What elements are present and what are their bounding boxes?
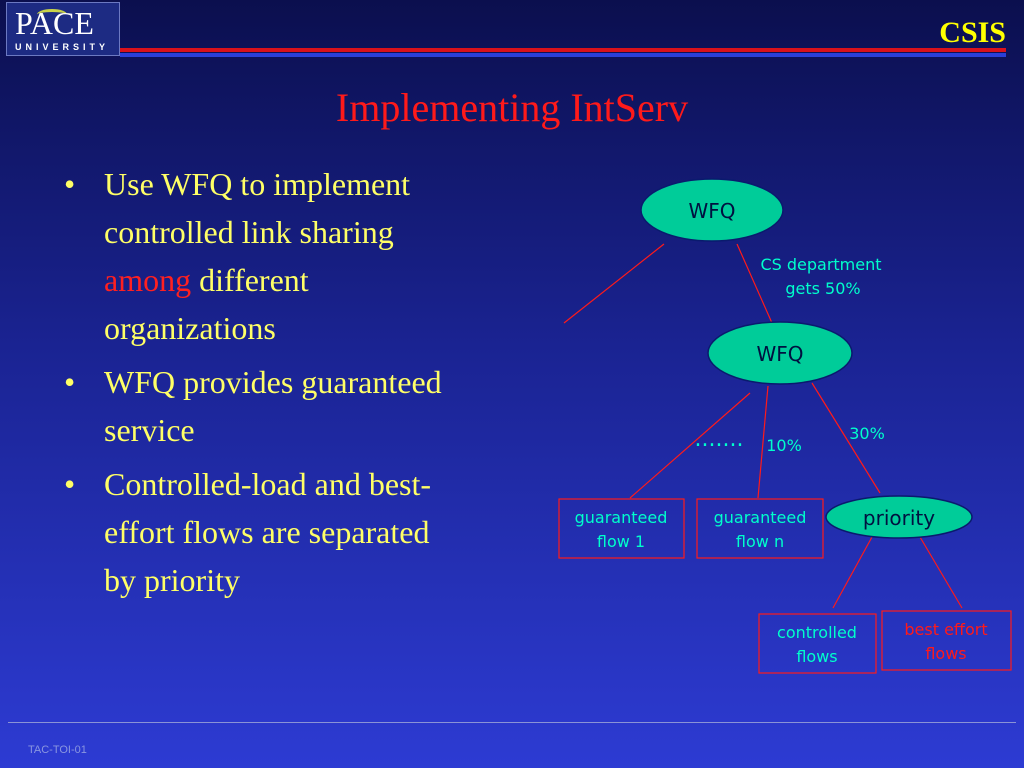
bullet-item-priority: Controlled-load and best-effort flows ar…	[60, 460, 460, 604]
edge-cs-g1	[629, 392, 751, 499]
logo-swoosh-icon	[37, 9, 67, 20]
edge-cs-gn	[757, 385, 769, 499]
slide-title: Implementing IntServ	[335, 85, 689, 130]
logo-word: PACE	[15, 5, 94, 41]
box-label-line: guaranteed	[714, 508, 807, 527]
node-label: priority	[863, 506, 935, 530]
edge-label-cs-share: CS department	[760, 255, 881, 274]
edge-priority-controlled	[832, 536, 873, 609]
bullet-emphasis: among	[104, 262, 192, 298]
footer-label: TAC-TOI-01	[28, 744, 87, 756]
pace-logo: PACE UNIVERSITY	[6, 2, 120, 56]
node-cs-wfq: WFQ	[707, 321, 853, 385]
header-rule-blue	[120, 53, 1006, 57]
bullet-text: Use WFQ to implement controlled link sha…	[104, 166, 411, 250]
footer-rule	[8, 722, 1016, 723]
node-shape	[707, 321, 853, 385]
box-label-line: flow 1	[597, 532, 645, 551]
edge-label-cs-share: gets 50%	[785, 279, 860, 298]
edge-label-30-percent: 30%	[849, 424, 885, 443]
box-label-line: flows	[925, 644, 966, 663]
box-label-line: flow n	[736, 532, 784, 551]
box-guaranteed-flow-n: guaranteed flow n	[696, 498, 824, 559]
box-outline	[758, 613, 877, 674]
box-label-line: flows	[796, 647, 837, 666]
logo-subtitle: UNIVERSITY	[15, 42, 110, 52]
node-label: WFQ	[756, 342, 803, 366]
header-rule-red	[120, 48, 1006, 52]
node-shape	[825, 495, 973, 539]
ellipsis-label: .......	[695, 427, 744, 452]
box-outline	[696, 498, 824, 559]
node-priority: priority	[825, 495, 973, 539]
edge-root-left	[563, 243, 665, 324]
box-best-effort-flows: best effort flows	[881, 610, 1012, 671]
bullet-list: Use WFQ to implement controlled link sha…	[60, 160, 460, 610]
node-root-wfq: WFQ	[640, 178, 784, 242]
edge-root-cs	[736, 243, 773, 324]
node-label: WFQ	[688, 199, 735, 223]
bullet-text: different organizations	[104, 262, 309, 346]
box-outline	[558, 498, 685, 559]
bullet-item-guaranteed: WFQ provides guaranteed service	[60, 358, 460, 454]
edge-cs-priority	[811, 382, 881, 494]
brand-label: CSIS	[939, 16, 1006, 49]
box-label-line: guaranteed	[575, 508, 668, 527]
edge-label-10-percent: 10%	[766, 436, 802, 455]
box-outline	[881, 610, 1012, 671]
diagram-edges	[563, 243, 963, 609]
box-guaranteed-flow-1: guaranteed flow 1	[558, 498, 685, 559]
box-label-line: controlled	[777, 623, 857, 642]
bullet-item-wfq-sharing: Use WFQ to implement controlled link sha…	[60, 160, 460, 352]
node-shape	[640, 178, 784, 242]
box-label-line: best effort	[904, 620, 987, 639]
box-controlled-flows: controlled flows	[758, 613, 877, 674]
edge-priority-best-effort	[919, 536, 963, 609]
